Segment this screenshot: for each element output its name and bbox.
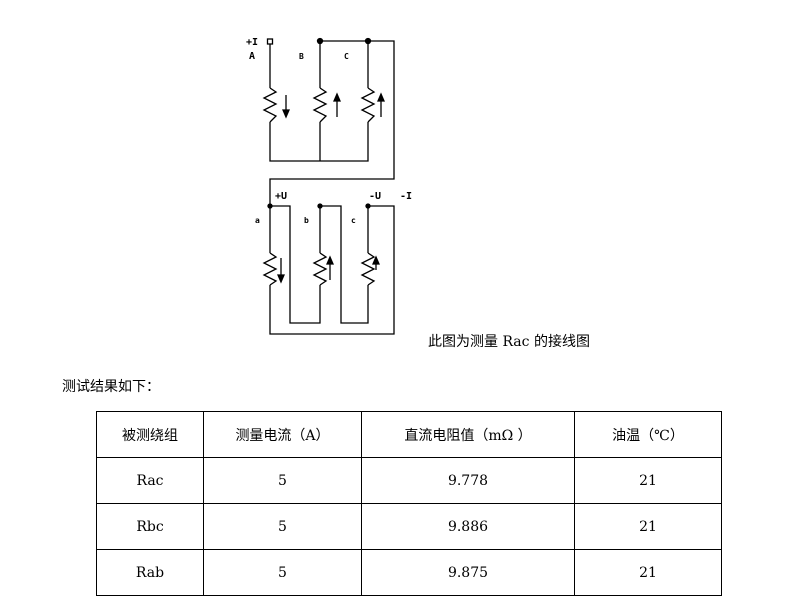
label-B: B [299,52,304,61]
label-plus-i: +I [246,37,258,48]
cell-current: 5 [203,457,362,504]
diagram-caption: 此图为测量 Rac 的接线图 [428,334,590,350]
wiring-diagram: +I A B C +U -U -I a b c [246,37,412,335]
wires [269,40,395,335]
nodes [266,37,372,209]
cell-oil-temp: 21 [574,457,722,504]
current-arrows [277,92,385,284]
header-oil-temp: 油温（℃） [574,411,722,458]
cell-oil-temp: 21 [574,549,722,596]
coils [262,87,376,286]
label-plus-u: +U [275,191,287,202]
label-minus-u: -U [369,191,381,202]
label-c: c [351,216,356,225]
label-C: C [344,52,349,61]
results-intro: 测试结果如下： [62,379,160,395]
cell-winding: Rab [96,549,204,596]
cell-resistance: 9.875 [361,549,575,596]
header-current: 测量电流（A） [203,411,362,458]
table-header-row: 被测绕组 测量电流（A） 直流电阻值（mΩ ） 油温（℃） [96,411,722,458]
cell-current: 5 [203,549,362,596]
cell-resistance: 9.778 [361,457,575,504]
header-winding: 被测绕组 [96,411,204,458]
cell-resistance: 9.886 [361,503,575,550]
label-A: A [249,51,255,62]
header-resistance: 直流电阻值（mΩ ） [361,411,575,458]
cell-oil-temp: 21 [574,503,722,550]
cell-winding: Rbc [96,503,204,550]
label-minus-i: -I [400,191,412,202]
label-b: b [304,216,309,225]
label-a: a [255,216,260,225]
cell-current: 5 [203,503,362,550]
cell-winding: Rac [96,457,204,504]
